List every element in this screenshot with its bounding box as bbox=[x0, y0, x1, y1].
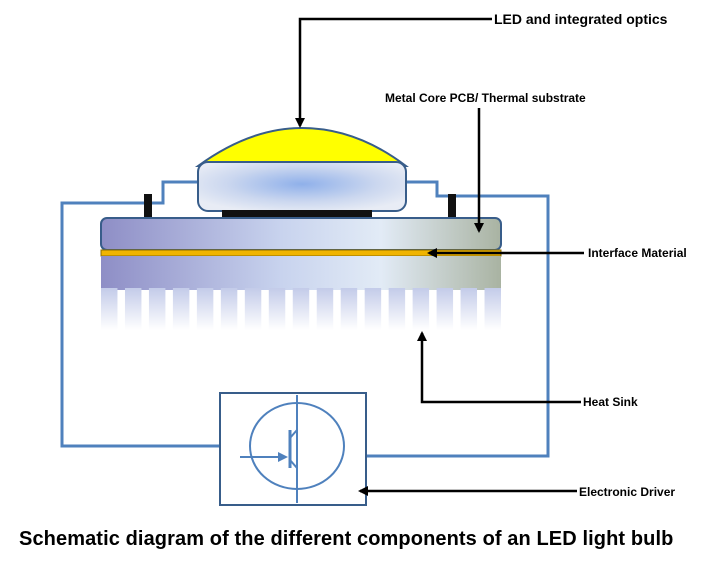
heat-sink-fin bbox=[388, 288, 406, 330]
right-outer-wire bbox=[366, 194, 550, 458]
driver-box bbox=[219, 392, 367, 506]
heat-sink-fin bbox=[148, 288, 166, 330]
heat-sink-fin bbox=[196, 288, 214, 330]
arrow-heat-sink bbox=[417, 331, 581, 404]
diagram-caption: Schematic diagram of the different compo… bbox=[19, 528, 674, 550]
heat-sink-fin bbox=[244, 288, 262, 330]
heat-sink-fin bbox=[436, 288, 454, 330]
heat-sink-fin bbox=[364, 288, 382, 330]
right-contact-post bbox=[448, 194, 456, 220]
right-wire bbox=[406, 180, 454, 218]
label-heat-sink: Heat Sink bbox=[583, 395, 638, 409]
heat-sink-fins bbox=[101, 288, 501, 330]
heat-sink-fin bbox=[412, 288, 430, 330]
heat-sink-fin bbox=[124, 288, 142, 330]
left-outer-wire bbox=[60, 201, 220, 448]
heat-sink-fin bbox=[484, 288, 501, 330]
led-lens bbox=[197, 161, 407, 212]
left-wire bbox=[146, 180, 198, 218]
heat-sink-base bbox=[101, 256, 501, 290]
heat-sink-fin bbox=[460, 288, 478, 330]
label-led-optics: LED and integrated optics bbox=[494, 11, 668, 27]
label-metal-core-pcb: Metal Core PCB/ Thermal substrate bbox=[385, 91, 586, 105]
heat-sink-fin bbox=[101, 288, 118, 330]
label-interface-material: Interface Material bbox=[588, 246, 687, 260]
heat-sink-fin bbox=[292, 288, 310, 330]
label-electronic-driver: Electronic Driver bbox=[579, 485, 675, 499]
transistor-icon bbox=[240, 395, 345, 503]
arrow-led-optics bbox=[295, 17, 492, 128]
heat-sink-fin bbox=[220, 288, 238, 330]
led-dome bbox=[194, 126, 409, 167]
heat-sink-fin bbox=[268, 288, 286, 330]
metal-core-pcb bbox=[100, 217, 502, 251]
heat-sink-fin bbox=[172, 288, 190, 330]
leader-arrows bbox=[295, 17, 584, 496]
heat-sink-fin bbox=[316, 288, 334, 330]
heat-sink-fin bbox=[340, 288, 358, 330]
left-contact-post bbox=[144, 194, 152, 220]
led-base bbox=[222, 210, 372, 217]
